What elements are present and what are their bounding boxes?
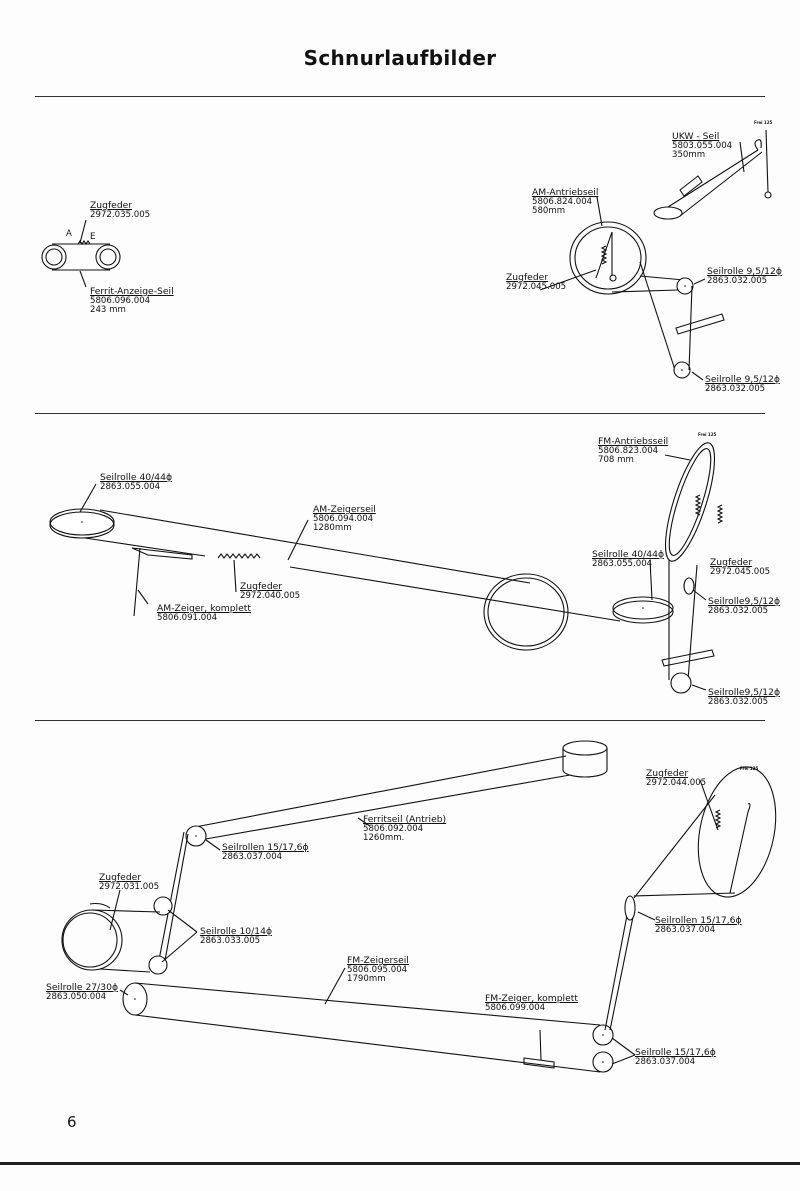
fm-pointer-diagram — [61, 740, 777, 1073]
label-frei: Frei 125 — [698, 432, 717, 437]
fm-drive-diagram — [661, 442, 724, 694]
ukw-cord-diagram — [653, 129, 772, 220]
label-spring-e: E — [90, 232, 96, 242]
label-frei: Frei 125 — [740, 766, 759, 771]
divider — [35, 413, 765, 414]
page-edge — [0, 1162, 800, 1165]
page-title: Schnurlaufbilder — [303, 46, 497, 70]
divider — [35, 96, 765, 97]
page-number: 6 — [67, 1113, 77, 1131]
ferrit-cord-diagram — [41, 219, 121, 288]
am-drive-diagram — [539, 196, 725, 381]
label-frei: Frei 125 — [754, 120, 773, 125]
label-spring-a: A — [66, 229, 72, 239]
divider — [35, 720, 765, 721]
